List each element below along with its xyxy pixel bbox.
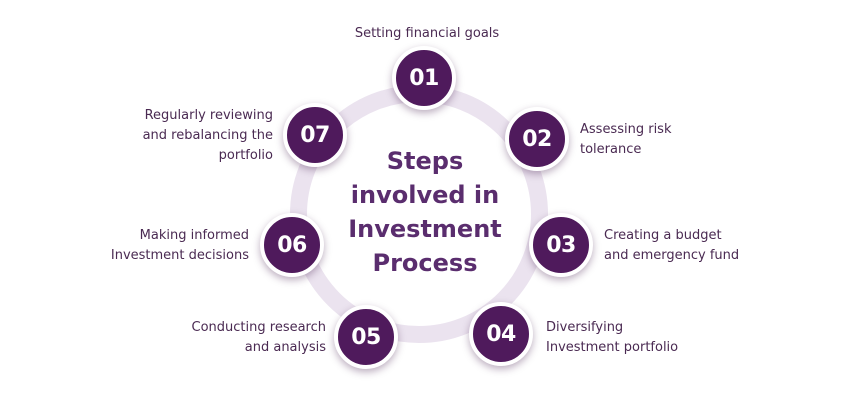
step-04-line-1: Diversifying [546, 320, 624, 335]
title-line-1: Steps [386, 147, 464, 175]
step-label-04: Diversifying Investment portfolio [546, 318, 678, 358]
step-01-line-1: Setting financial goals [354, 26, 500, 41]
step-number-05: 05 [351, 324, 381, 350]
step-label-02: Assessing risk tolerance [580, 120, 671, 160]
step-05-line-2: and analysis [244, 340, 326, 355]
step-07-line-1: Regularly reviewing [144, 108, 273, 123]
step-node-05: 05 [334, 305, 398, 369]
step-node-03: 03 [529, 213, 593, 277]
step-number-02: 02 [522, 126, 552, 152]
step-07-line-2: and rebalancing the [142, 128, 273, 143]
step-02-line-1: Assessing risk [580, 122, 672, 137]
title-line-4: Process [372, 249, 478, 277]
step-number-03: 03 [546, 232, 576, 258]
diagram-title: Steps involved in Investment Process [330, 144, 520, 280]
step-label-06: Making informed Investment decisions [111, 226, 249, 266]
step-label-07: Regularly reviewing and rebalancing the … [143, 106, 273, 166]
step-label-03: Creating a budget and emergency fund [604, 226, 739, 266]
step-03-line-2: and emergency fund [604, 248, 740, 263]
step-07-line-3: portfolio [218, 148, 273, 163]
step-number-01: 01 [409, 65, 439, 91]
step-number-04: 04 [486, 321, 516, 347]
step-label-05: Conducting research and analysis [192, 318, 326, 358]
step-05-line-1: Conducting research [191, 320, 326, 335]
step-06-line-1: Making informed [139, 228, 249, 243]
step-04-line-2: Investment portfolio [546, 340, 679, 355]
step-node-04: 04 [469, 302, 533, 366]
step-number-06: 06 [277, 232, 307, 258]
step-node-01: 01 [392, 46, 456, 110]
step-node-07: 07 [283, 103, 347, 167]
step-02-line-2: tolerance [580, 142, 642, 157]
step-node-06: 06 [260, 213, 324, 277]
step-06-line-2: Investment decisions [110, 248, 249, 263]
step-03-line-1: Creating a budget [604, 228, 722, 243]
title-line-2: involved in [350, 181, 500, 209]
step-node-02: 02 [505, 107, 569, 171]
title-line-3: Investment [348, 215, 502, 243]
step-number-07: 07 [300, 122, 330, 148]
step-label-01: Setting financial goals [327, 24, 527, 44]
